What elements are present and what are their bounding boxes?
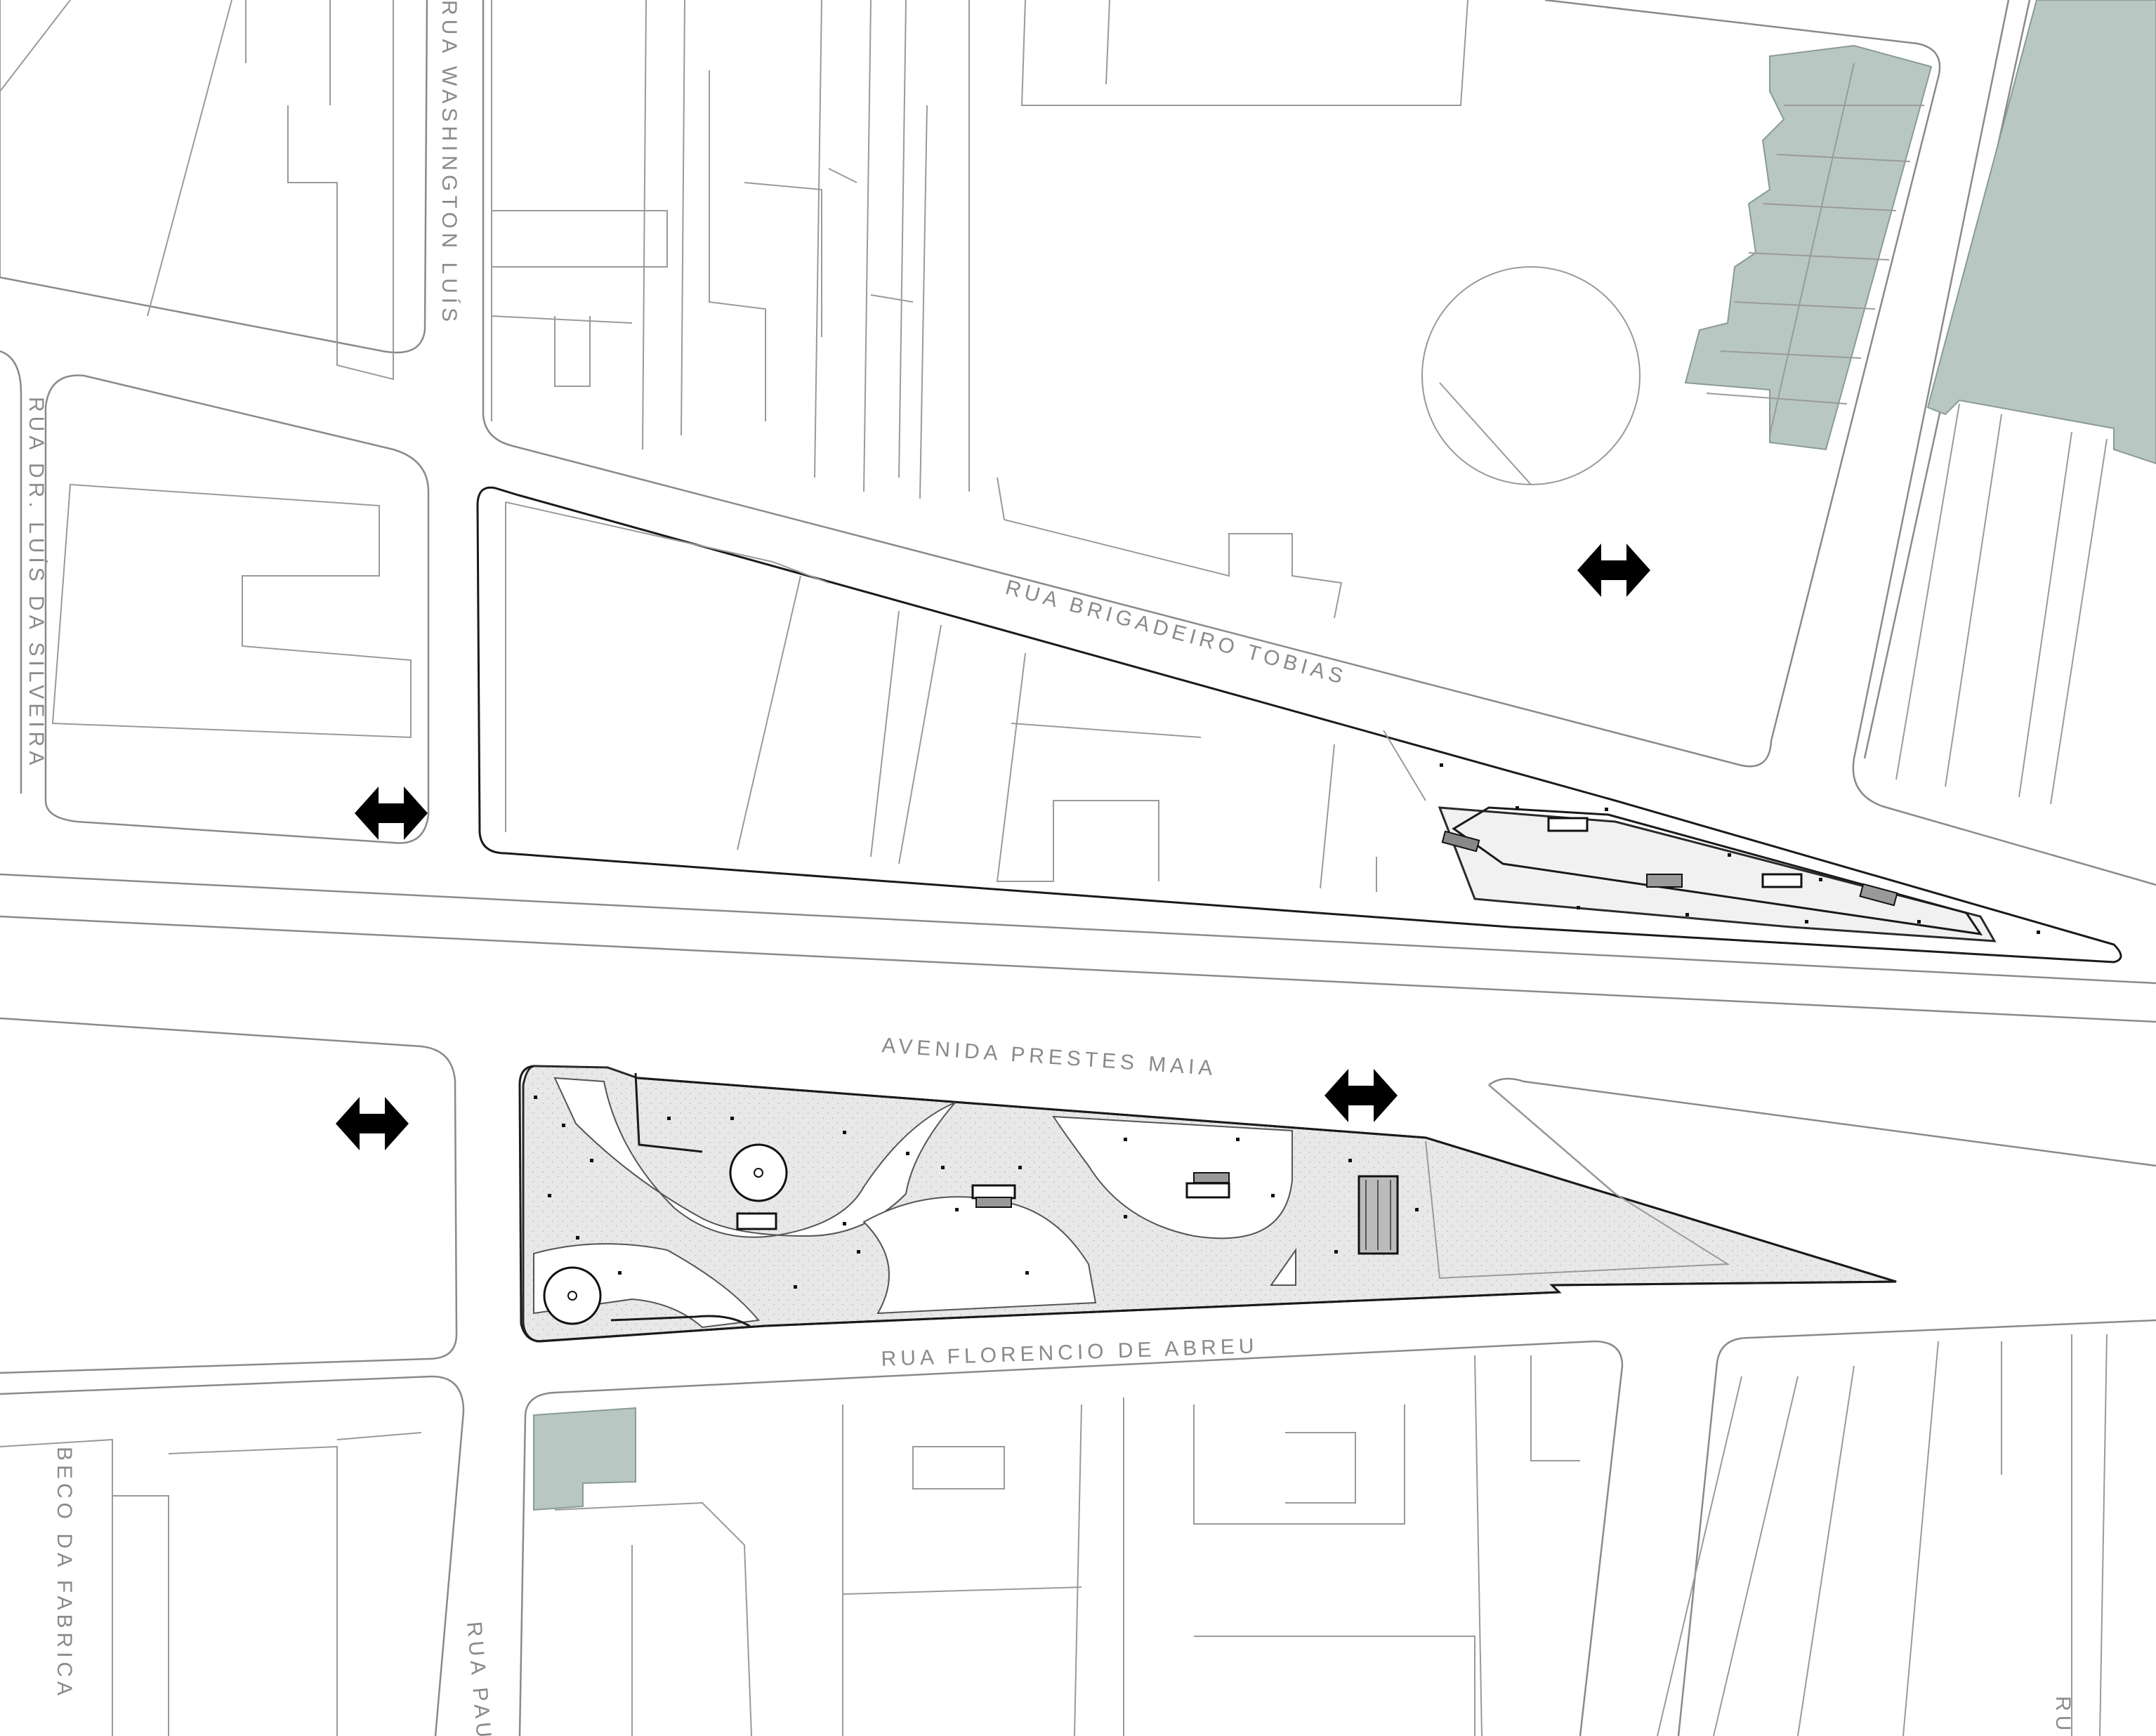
two-way-arrow-icon bbox=[336, 1097, 409, 1150]
two-way-arrow-icon bbox=[355, 787, 428, 840]
street-label-rua-paula: RUA PAULA bbox=[462, 1621, 499, 1736]
property-lots bbox=[0, 0, 2156, 805]
street-label-florencio-de-abreu: RUA FLORENCIO DE ABREU bbox=[881, 1334, 1258, 1371]
street-label-brigadeiro-tobias: RUA BRIGADEIRO TOBIAS bbox=[1003, 576, 1349, 690]
street-label-washington-luis: RUA WASHINGTON LUÍS bbox=[438, 0, 461, 326]
two-way-arrow-icon bbox=[1325, 1069, 1398, 1122]
street-label-prestes-maia: AVENIDA PRESTES MAIA bbox=[881, 1034, 1218, 1080]
two-way-arrow-icon bbox=[1577, 544, 1650, 597]
street-label-beco-da-fabrica: BECO DA FABRICA bbox=[53, 1447, 76, 1699]
brigadeiro-tobias-plot bbox=[476, 486, 2122, 964]
street-label-luis-da-silveira: RUA DR. LUÍS DA SILVEIRA bbox=[25, 397, 48, 769]
prestes-maia-plaza bbox=[518, 1065, 1897, 1343]
south-lots bbox=[0, 1334, 2108, 1736]
street-label-right-edge: RU bbox=[2051, 1696, 2075, 1735]
